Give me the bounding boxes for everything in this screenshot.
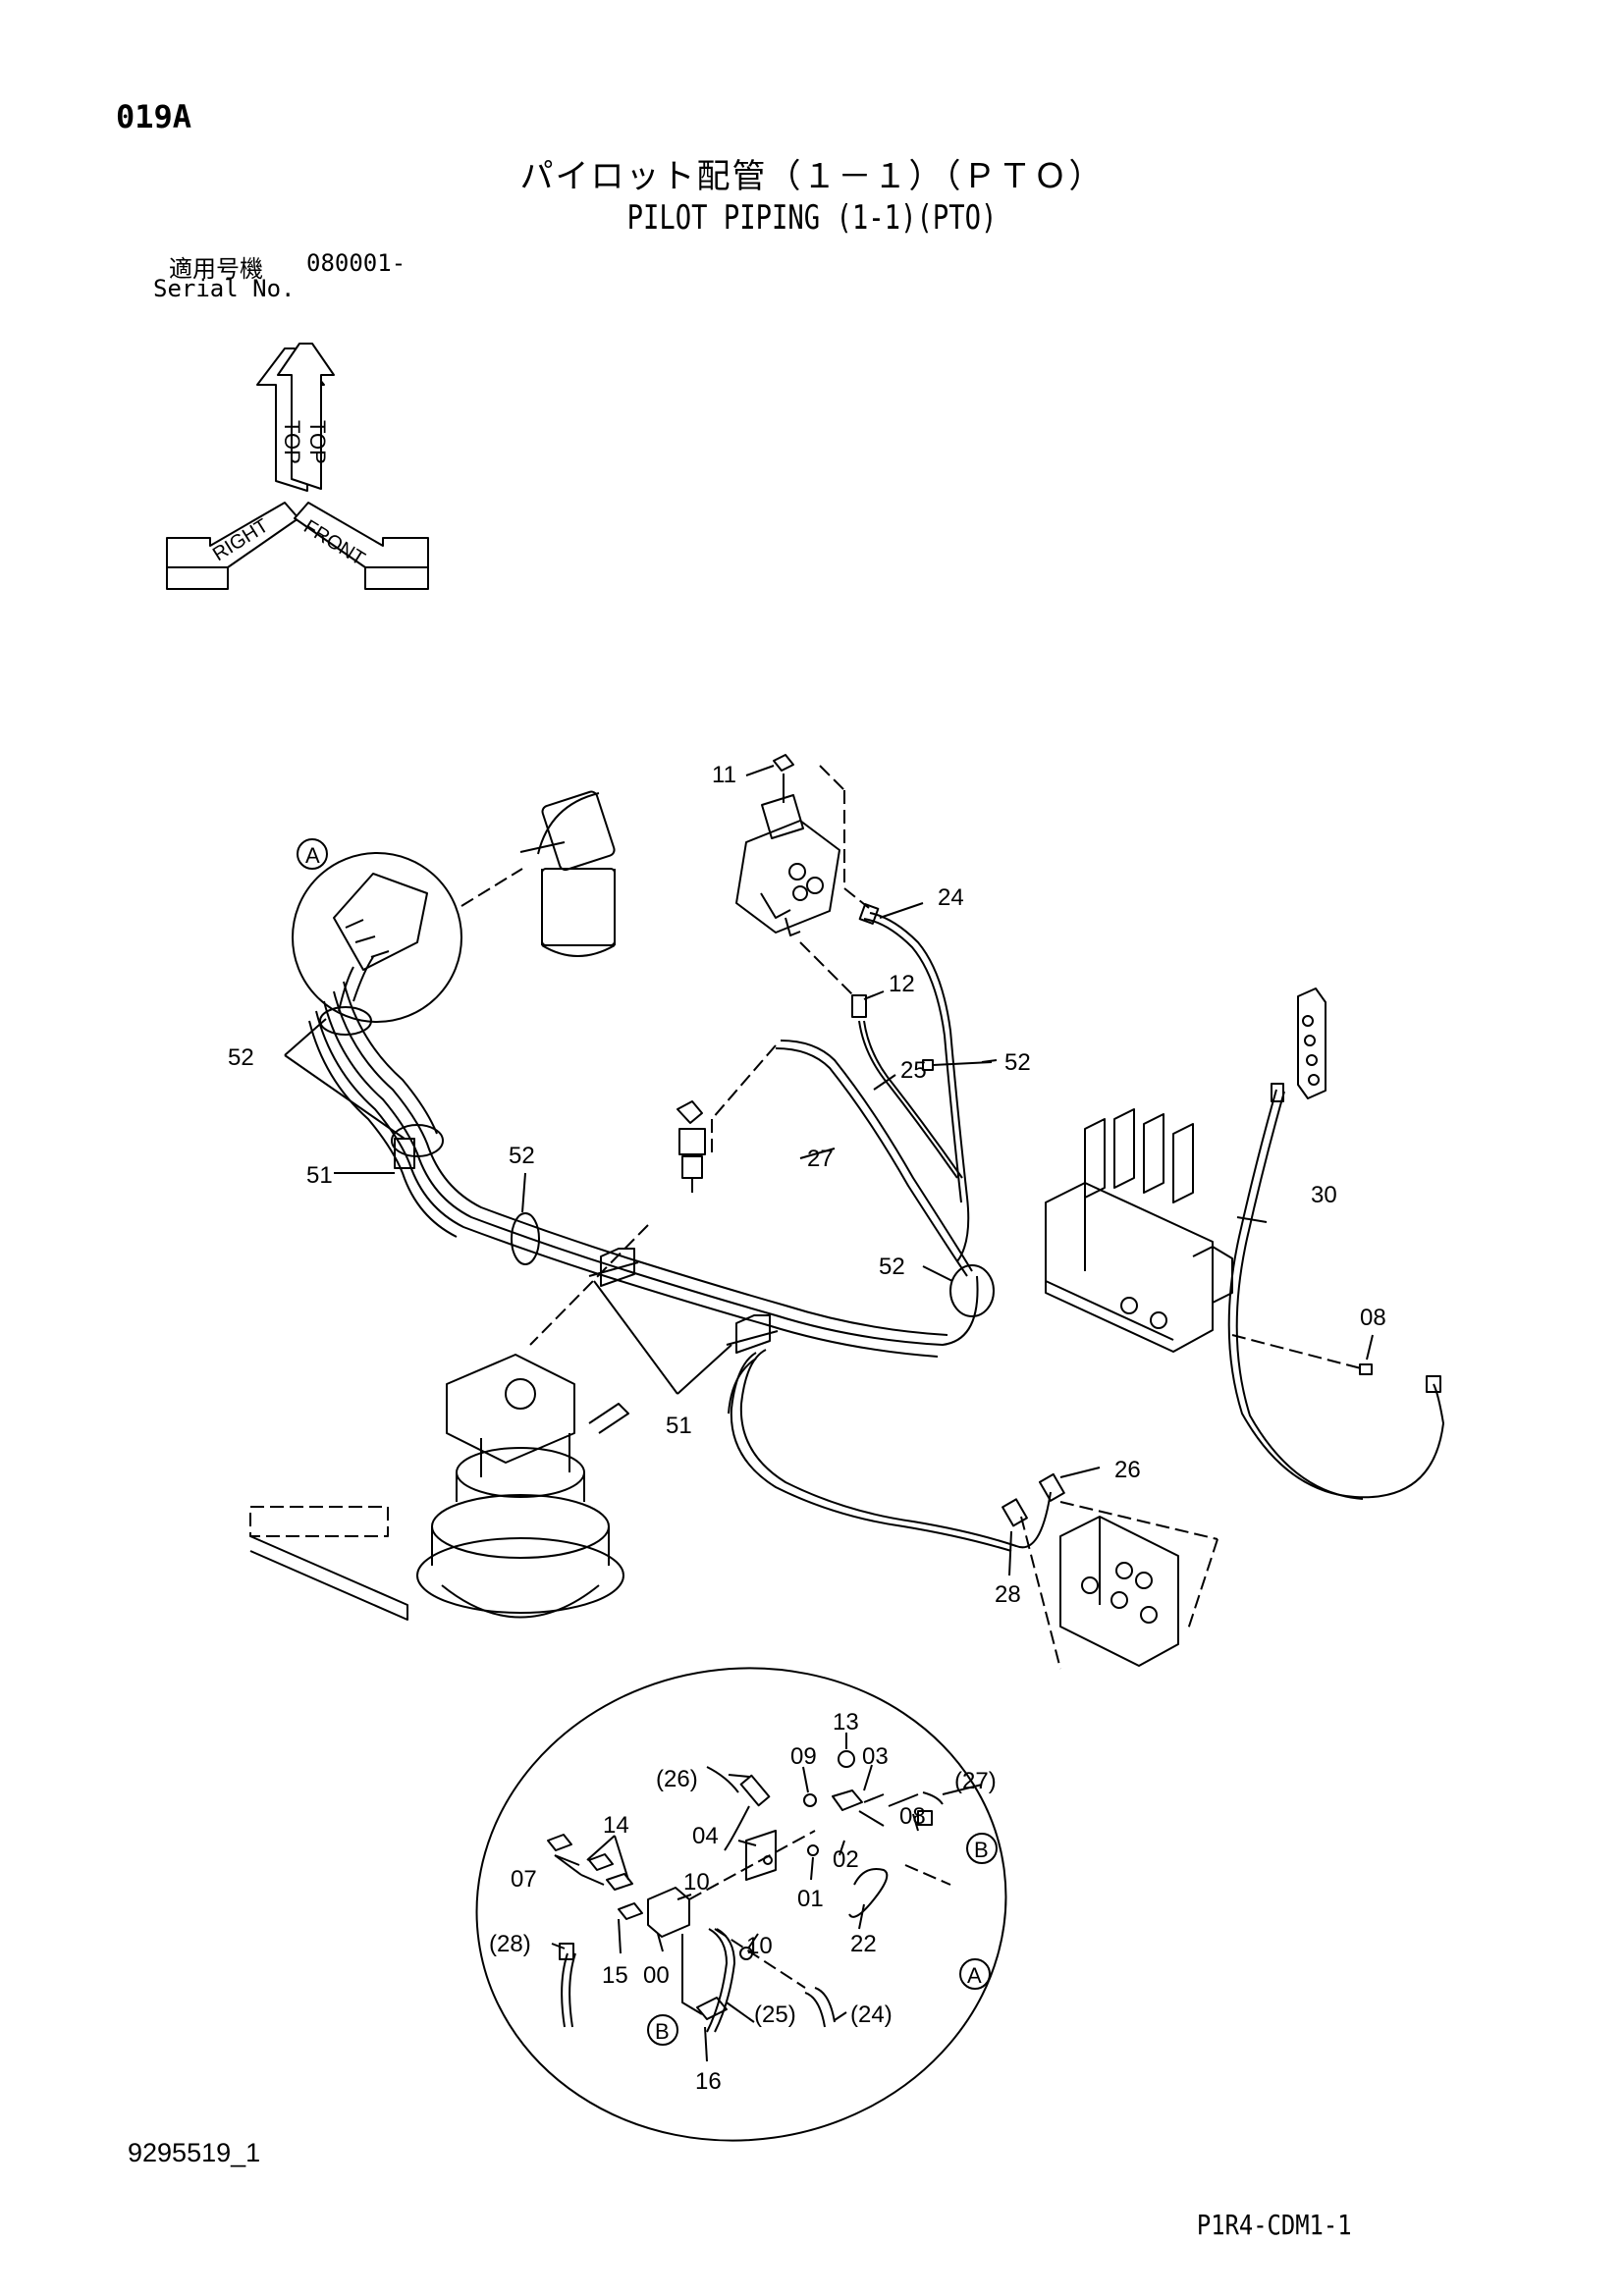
callout-08: 08 <box>1360 1305 1386 1331</box>
detail-09: 09 <box>790 1743 817 1770</box>
detail-02: 02 <box>833 1846 859 1873</box>
detail-a: A <box>967 1963 982 1988</box>
title-english: PILOT PIPING (1-1)(PTO) <box>626 198 998 238</box>
small-valve <box>677 1100 706 1193</box>
title-japanese: パイロット配管（１－１）（ＰＴＯ） <box>519 157 1105 196</box>
detail-27: (27) <box>954 1768 997 1794</box>
callout-circle-a-detail <box>959 1958 991 1990</box>
detail-10-upper: 10 <box>683 1869 710 1896</box>
hose-26-28 <box>728 1349 1065 1552</box>
document-id: 9295519_1 <box>128 2138 261 2167</box>
detail-10-lower: 10 <box>746 1933 773 1959</box>
detail-22: 22 <box>850 1931 877 1957</box>
callout-30: 30 <box>1311 1182 1337 1208</box>
dashed-route <box>529 1044 777 1346</box>
detail-28: (28) <box>489 1931 531 1957</box>
pto-block <box>1020 1501 1218 1670</box>
serial-label-en: Serial No. <box>153 275 296 302</box>
detail-01: 01 <box>797 1886 824 1912</box>
detail-03: 03 <box>862 1743 889 1770</box>
main-harness <box>308 956 979 1358</box>
callout-labels: A 11 24 12 25 52 52 51 52 27 52 51 30 08… <box>228 762 1386 1608</box>
control-valve <box>1045 1108 1233 1353</box>
detail-circle-a <box>292 852 523 1023</box>
serial-label-jp: 適用号機 <box>169 255 263 283</box>
detail-07: 07 <box>511 1866 537 1893</box>
callout-a-main: A <box>305 843 320 868</box>
swing-motor <box>249 1354 629 1621</box>
control-lever-assembly <box>519 790 616 957</box>
callout-52-right: 52 <box>1004 1049 1031 1076</box>
callout-25: 25 <box>900 1057 927 1084</box>
orientation-top: TOP <box>305 420 330 464</box>
orientation-symbol: TOP TOP RIGHT FRONT <box>166 343 429 590</box>
detail-00: 00 <box>643 1962 670 1989</box>
callout-28: 28 <box>995 1581 1021 1608</box>
hose-30 <box>1227 988 1444 1500</box>
detail-24: (24) <box>850 2002 893 2028</box>
reference-code: P1R4-CDM1-1 <box>1196 2209 1352 2241</box>
hose-25 <box>851 994 993 1179</box>
detail-15: 15 <box>602 1962 628 1989</box>
detail-04: 04 <box>692 1823 719 1849</box>
serial-value: 080001- <box>306 249 406 277</box>
orientation-top-mirror: TOP <box>280 420 304 464</box>
callout-52-center: 52 <box>509 1143 535 1169</box>
page-code: 019A <box>116 98 192 135</box>
callout-24: 24 <box>938 884 964 911</box>
detail-b-lower: B <box>655 2019 670 2044</box>
harness-clamps <box>319 1006 995 1354</box>
detail-25: (25) <box>754 2002 796 2028</box>
leader-lines <box>284 765 1374 2062</box>
callout-52-left: 52 <box>228 1044 254 1071</box>
detail-14: 14 <box>603 1812 629 1839</box>
callout-52-lower: 52 <box>879 1254 905 1280</box>
detail-08: 08 <box>899 1803 926 1830</box>
detail-13: 13 <box>833 1709 859 1735</box>
detail-oval <box>475 1667 1007 2142</box>
callout-circle-b-lower <box>647 2014 678 2046</box>
callout-circle-b-upper <box>966 1833 998 1864</box>
pilot-valve <box>735 754 870 997</box>
detail-labels: 13 09 03 (26) (27) 08 14 04 02 B 07 10 0… <box>489 1709 997 2095</box>
detail-b-upper: B <box>974 1838 989 1862</box>
detail-16: 16 <box>695 2068 722 2095</box>
callout-11: 11 <box>712 762 736 788</box>
callout-12: 12 <box>889 971 915 997</box>
callout-51-left: 51 <box>306 1162 333 1189</box>
callout-26: 26 <box>1114 1457 1141 1483</box>
hose-24-27 <box>775 903 973 1277</box>
callout-circle-a-main <box>297 838 328 870</box>
detail-26: (26) <box>656 1766 698 1792</box>
callout-51-center: 51 <box>666 1413 692 1439</box>
callout-27: 27 <box>807 1146 834 1172</box>
